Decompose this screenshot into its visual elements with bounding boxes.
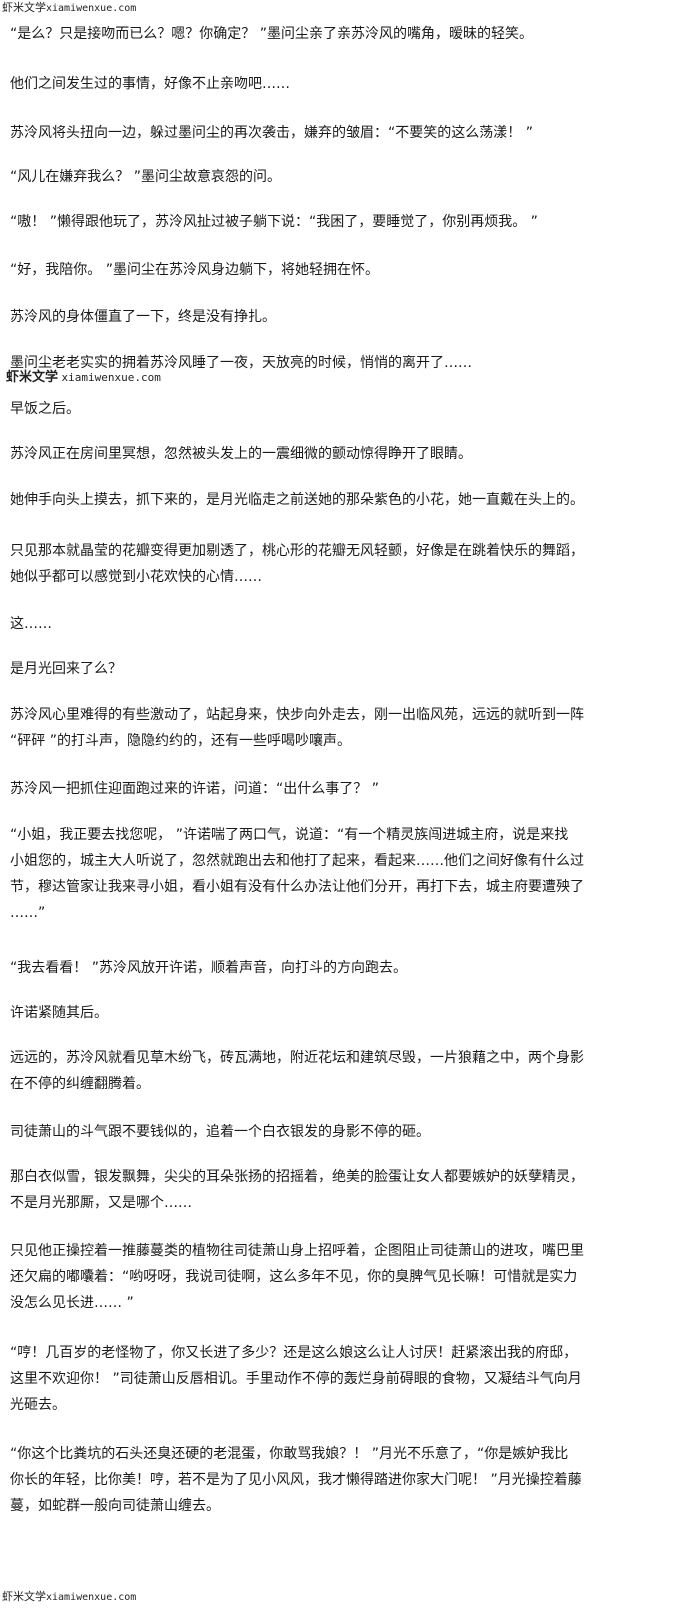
watermark-middle: 虾米文学 xiamiwenxue.com xyxy=(6,371,161,385)
paragraph: 那白衣似雪，银发飘舞，尖尖的耳朵张扬的招摇着，绝美的脸蛋让女人都要嫉妒的妖孽精灵… xyxy=(10,1164,670,1216)
paragraph: 苏泠风将头扭向一边，躲过墨问尘的再次袭击，嫌弃的皱眉：“不要笑的这么荡漾！ ” xyxy=(10,125,533,141)
paragraph-line: 这里不欢迎你！ ”司徒萧山反唇相讥。手里动作不停的轰烂身前碍眼的食物，又凝结斗气… xyxy=(10,1371,582,1387)
paragraph: 这…… xyxy=(10,611,670,637)
paragraph: 苏泠风正在房间里冥想，忽然被头发上的一震细微的颤动惊得睁开了眼睛。 xyxy=(10,441,670,467)
paragraph-line: 还欠扁的嘟囔着：“哟呀呀，我说司徒啊，这么多年不见，你的臭脾气见长嘛！可惜就是实… xyxy=(10,1269,578,1285)
paragraph-line: 许诺紧随其后。 xyxy=(10,1005,108,1021)
paragraph: 她伸手向头上摸去，抓下来的，是月光临走之前送她的那朵紫色的小花，她一直戴在头上的… xyxy=(10,487,670,513)
paragraph: “哼！几百岁的老怪物了，你又长进了多少？还是这么娘这么让人讨厌！赶紧滚出我的府邸… xyxy=(10,1340,670,1418)
paragraph-line: 没怎么见长进…… ” xyxy=(10,1295,134,1311)
paragraph-line: 节，穆达管家让我来寻小姐，看小姐有没有什么办法让他们分开，再打下去，城主府要遭殃… xyxy=(10,879,584,895)
paragraph-line: 司徒萧山的斗气跟不要钱似的，追着一个白衣银发的身影不停的砸。 xyxy=(10,1124,430,1140)
watermark-site-name: 虾米文学 xyxy=(2,1590,46,1603)
paragraph: 苏泠风的身体僵直了一下，终是没有挣扎。 xyxy=(10,309,276,325)
watermark-top: 虾米文学xiamiwenxue.com xyxy=(2,1,136,16)
paragraph-line: 是月光回来了么？ xyxy=(10,661,122,677)
paragraph: 只见那本就晶莹的花瓣变得更加剔透了，桃心形的花瓣无风轻颤，好像是在跳着快乐的舞蹈… xyxy=(10,538,670,590)
paragraph-line: 光砸去。 xyxy=(10,1397,66,1413)
watermark-site-url: xiamiwenxue.com xyxy=(46,3,137,14)
paragraph-line: 这…… xyxy=(10,616,52,632)
paragraph-line: 在不停的纠缠翻腾着。 xyxy=(10,1076,150,1092)
paragraph-line: 蔓，如蛇群一般向司徒萧山缠去。 xyxy=(10,1498,220,1514)
watermark-site-name: 虾米文学 xyxy=(6,370,59,385)
paragraph: “嗷！ ”懒得跟他玩了，苏泠风扯过被子躺下说：“我困了，要睡觉了，你别再烦我。 … xyxy=(10,214,538,230)
paragraph: “小姐，我正要去找您呢， ”许诺喘了两口气，说道：“有一个精灵族闯进城主府，说是… xyxy=(10,822,670,926)
paragraph-line: 苏泠风心里难得的有些激动了，站起身来，快步向外走去，刚一出临风苑，远远的就听到一… xyxy=(10,707,584,723)
paragraph-line: 苏泠风正在房间里冥想，忽然被头发上的一震细微的颤动惊得睁开了眼睛。 xyxy=(10,446,472,462)
paragraph: “是么？只是接吻而已么？嗯？你确定？ ”墨问尘亲了亲苏泠风的嘴角，暧昧的轻笑。 xyxy=(10,26,533,42)
watermark-site-name: 虾米文学 xyxy=(2,1,46,14)
paragraph: 许诺紧随其后。 xyxy=(10,1000,670,1026)
paragraph-line: “你这个比粪坑的石头还臭还硬的老混蛋，你敢骂我娘？！ ”月光不乐意了，“你是嫉妒… xyxy=(10,1446,569,1462)
paragraph: 早饭之后。 xyxy=(10,396,670,422)
paragraph-line: 你长的年轻，比你美！哼，若不是为了见小风风，我才懒得踏进你家大门呢！ ”月光操控… xyxy=(10,1472,582,1488)
paragraph: 只见他正操控着一推藤蔓类的植物往司徒萧山身上招呼着，企图阻止司徒萧山的进攻，嘴巴… xyxy=(10,1238,670,1316)
paragraph: “我去看看！ ”苏泠风放开许诺，顺着声音，向打斗的方向跑去。 xyxy=(10,955,670,981)
watermark-site-url: xiamiwenxue.com xyxy=(46,1592,137,1603)
paragraph-line: ……” xyxy=(10,905,46,921)
paragraph: “风儿在嫌弃我么？ ”墨问尘故意哀怨的问。 xyxy=(10,169,281,185)
paragraph-line: “哼！几百岁的老怪物了，你又长进了多少？还是这么娘这么让人讨厌！赶紧滚出我的府邸… xyxy=(10,1345,578,1361)
paragraph: “好，我陪你。 ”墨问尘在苏泠风身边躺下，将她轻拥在怀。 xyxy=(10,262,379,278)
paragraph: 墨问尘老老实实的拥着苏泠风睡了一夜，天放亮的时候，悄悄的离开了…… xyxy=(10,355,472,371)
paragraph-line: 那白衣似雪，银发飘舞，尖尖的耳朵张扬的招摇着，绝美的脸蛋让女人都要嫉妒的妖孽精灵… xyxy=(10,1169,584,1185)
paragraph-line: 远远的，苏泠风就看见草木纷飞，砖瓦满地，附近花坛和建筑尽毁，一片狼藉之中，两个身… xyxy=(10,1050,584,1066)
paragraph-line: 她似乎都可以感觉到小花欢快的心情…… xyxy=(10,569,262,585)
paragraph-line: 小姐您的，城主大人听说了，忽然就跑出去和他打了起来，看起来……他们之间好像有什么… xyxy=(10,853,584,869)
paragraph: “你这个比粪坑的石头还臭还硬的老混蛋，你敢骂我娘？！ ”月光不乐意了，“你是嫉妒… xyxy=(10,1441,670,1519)
watermark-bottom: 虾米文学xiamiwenxue.com xyxy=(2,1590,136,1605)
paragraph-line: “砰砰 ”的打斗声，隐隐约约的，还有一些呼喝吵嚷声。 xyxy=(10,733,351,749)
paragraph-line: 只见那本就晶莹的花瓣变得更加剔透了，桃心形的花瓣无风轻颤，好像是在跳着快乐的舞蹈… xyxy=(10,543,584,559)
paragraph-line: “我去看看！ ”苏泠风放开许诺，顺着声音，向打斗的方向跑去。 xyxy=(10,960,407,976)
paragraph-line: 苏泠风一把抓住迎面跑过来的许诺，问道：“出什么事了？ ” xyxy=(10,781,379,797)
paragraph: 他们之间发生过的事情，好像不止亲吻吧…… xyxy=(10,76,290,92)
paragraph: 是月光回来了么？ xyxy=(10,656,670,682)
paragraph-line: 不是月光那厮，又是哪个…… xyxy=(10,1195,192,1211)
paragraph-line: “小姐，我正要去找您呢， ”许诺喘了两口气，说道：“有一个精灵族闯进城主府，说是… xyxy=(10,827,569,843)
paragraph: 苏泠风一把抓住迎面跑过来的许诺，问道：“出什么事了？ ” xyxy=(10,776,670,802)
paragraph-line: 她伸手向头上摸去，抓下来的，是月光临走之前送她的那朵紫色的小花，她一直戴在头上的… xyxy=(10,492,584,508)
paragraph: 远远的，苏泠风就看见草木纷飞，砖瓦满地，附近花坛和建筑尽毁，一片狼藉之中，两个身… xyxy=(10,1045,670,1097)
paragraph-line: 早饭之后。 xyxy=(10,401,80,417)
watermark-site-url: xiamiwenxue.com xyxy=(61,371,161,384)
paragraph-line: 只见他正操控着一推藤蔓类的植物往司徒萧山身上招呼着，企图阻止司徒萧山的进攻，嘴巴… xyxy=(10,1243,584,1259)
paragraph: 苏泠风心里难得的有些激动了，站起身来，快步向外走去，刚一出临风苑，远远的就听到一… xyxy=(10,702,670,754)
paragraph: 司徒萧山的斗气跟不要钱似的，追着一个白衣银发的身影不停的砸。 xyxy=(10,1119,670,1145)
